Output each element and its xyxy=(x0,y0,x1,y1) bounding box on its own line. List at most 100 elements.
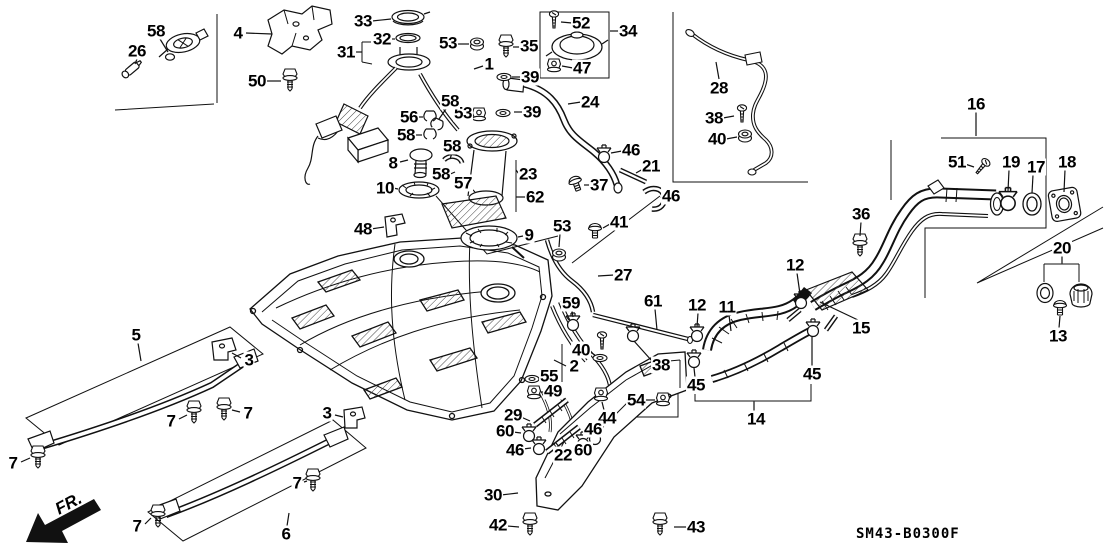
part-callout-60: 60 xyxy=(573,440,593,460)
part-callout-8: 8 xyxy=(387,153,399,173)
part-callout-46: 46 xyxy=(661,186,681,206)
part-callout-7: 7 xyxy=(165,411,177,431)
part-callout-42: 42 xyxy=(488,515,508,535)
leader-line-61 xyxy=(654,308,658,331)
leader-line-42 xyxy=(506,525,520,528)
part-callout-7: 7 xyxy=(242,403,254,423)
part-callout-51: 51 xyxy=(947,152,967,172)
leader-line-27 xyxy=(597,274,615,277)
part-callout-32: 32 xyxy=(372,29,392,49)
leader-line-18 xyxy=(1063,169,1066,193)
part-callout-58: 58 xyxy=(396,125,416,145)
part-callout-1: 1 xyxy=(483,54,495,74)
part-callout-30: 30 xyxy=(483,485,503,505)
part-callout-40: 40 xyxy=(707,129,727,149)
breather-hose-14 xyxy=(710,327,812,383)
leader-line-7 xyxy=(231,409,241,413)
pump-harness xyxy=(304,115,390,185)
part-callout-52: 52 xyxy=(571,13,591,33)
fuel-feed-hose-24 xyxy=(502,77,623,194)
leader-line-28 xyxy=(715,61,720,80)
fr-direction-arrow xyxy=(26,499,101,543)
part-callout-58: 58 xyxy=(442,136,462,156)
leader-line-53 xyxy=(558,233,561,248)
leader-line-5 xyxy=(137,342,142,362)
leader-line-45 xyxy=(693,367,696,378)
part-callout-13: 13 xyxy=(1048,326,1068,346)
diagram-code: SM43-B0300F xyxy=(856,526,960,542)
leader-line-2 xyxy=(553,359,567,367)
part-callout-58: 58 xyxy=(146,21,166,41)
part-callout-26: 26 xyxy=(127,41,147,61)
leader-line-26 xyxy=(134,58,138,65)
leader-line-38 xyxy=(722,115,735,119)
leader-line-46 xyxy=(610,150,623,154)
pump-dome-34 xyxy=(545,31,609,61)
ring-17 xyxy=(1022,192,1042,216)
part-callout-37: 37 xyxy=(589,175,609,195)
part-callout-36: 36 xyxy=(851,204,871,224)
leader-line-12 xyxy=(696,312,699,328)
part-callout-22: 22 xyxy=(553,445,573,465)
leader-line-19 xyxy=(1007,169,1010,192)
part-callout-43: 43 xyxy=(686,517,706,537)
part-callout-46: 46 xyxy=(583,419,603,439)
grommet-20 xyxy=(1036,282,1054,304)
vent-hose-29 xyxy=(533,397,569,428)
fuel-pump-assembly xyxy=(418,73,518,229)
part-callout-21: 21 xyxy=(641,156,661,176)
leader-line-58 xyxy=(159,38,169,53)
leader-line-7 xyxy=(303,480,308,483)
leader-line-6 xyxy=(286,512,290,527)
joint-pipe-21 xyxy=(618,167,648,185)
part-callout-53: 53 xyxy=(438,33,458,53)
part-callout-56: 56 xyxy=(399,107,419,127)
part-callout-11: 11 xyxy=(717,297,737,317)
part-callout-39: 39 xyxy=(520,67,540,87)
fuel-tank xyxy=(249,237,553,421)
part-callout-14: 14 xyxy=(746,409,766,429)
part-callout-34: 34 xyxy=(618,21,638,41)
leader-line-59 xyxy=(571,310,574,318)
part-callout-29: 29 xyxy=(503,405,523,425)
vent-tube-28 xyxy=(685,29,774,176)
part-callout-54: 54 xyxy=(626,390,646,410)
clip-48 xyxy=(384,213,406,238)
fuel-gauge-sender xyxy=(460,225,525,259)
part-callout-48: 48 xyxy=(353,219,373,239)
part-callout-6: 6 xyxy=(280,524,292,544)
part-callout-12: 12 xyxy=(687,295,707,315)
part-callout-31: 31 xyxy=(336,42,356,62)
part-callout-19: 19 xyxy=(1001,152,1021,172)
part-callout-61: 61 xyxy=(643,291,663,311)
part-callout-3: 3 xyxy=(243,350,255,370)
part-callout-16: 16 xyxy=(966,94,986,114)
part-callout-60: 60 xyxy=(495,421,515,441)
leader-line-1 xyxy=(473,65,484,70)
tank-strap-front-5 xyxy=(27,348,259,453)
leader-line-11 xyxy=(728,314,732,332)
part-callout-20: 20 xyxy=(1052,238,1072,258)
part-callout-40: 40 xyxy=(571,340,591,360)
sender-unit-inset xyxy=(121,28,209,79)
leader-line-12 xyxy=(796,272,801,295)
part-callout-46: 46 xyxy=(505,440,525,460)
leader-line-48 xyxy=(370,226,385,230)
part-callout-55: 55 xyxy=(539,366,559,386)
part-callout-38: 38 xyxy=(651,355,671,375)
seal-ring-32 xyxy=(395,32,421,44)
part-callout-15: 15 xyxy=(851,318,871,338)
leader-line-4 xyxy=(245,32,273,35)
part-callout-7: 7 xyxy=(291,473,303,493)
part-callout-38: 38 xyxy=(704,108,724,128)
tank-bracket-4 xyxy=(267,5,333,55)
leader-line-13 xyxy=(1058,315,1061,329)
leader-line-7 xyxy=(20,457,31,463)
leader-line-24 xyxy=(567,101,582,105)
leader-line-7 xyxy=(178,414,188,420)
part-callout-58: 58 xyxy=(440,91,460,111)
leader-line-3 xyxy=(231,352,242,359)
leader-line-41 xyxy=(602,223,611,229)
part-callout-10: 10 xyxy=(375,178,395,198)
part-callout-3: 3 xyxy=(321,403,333,423)
